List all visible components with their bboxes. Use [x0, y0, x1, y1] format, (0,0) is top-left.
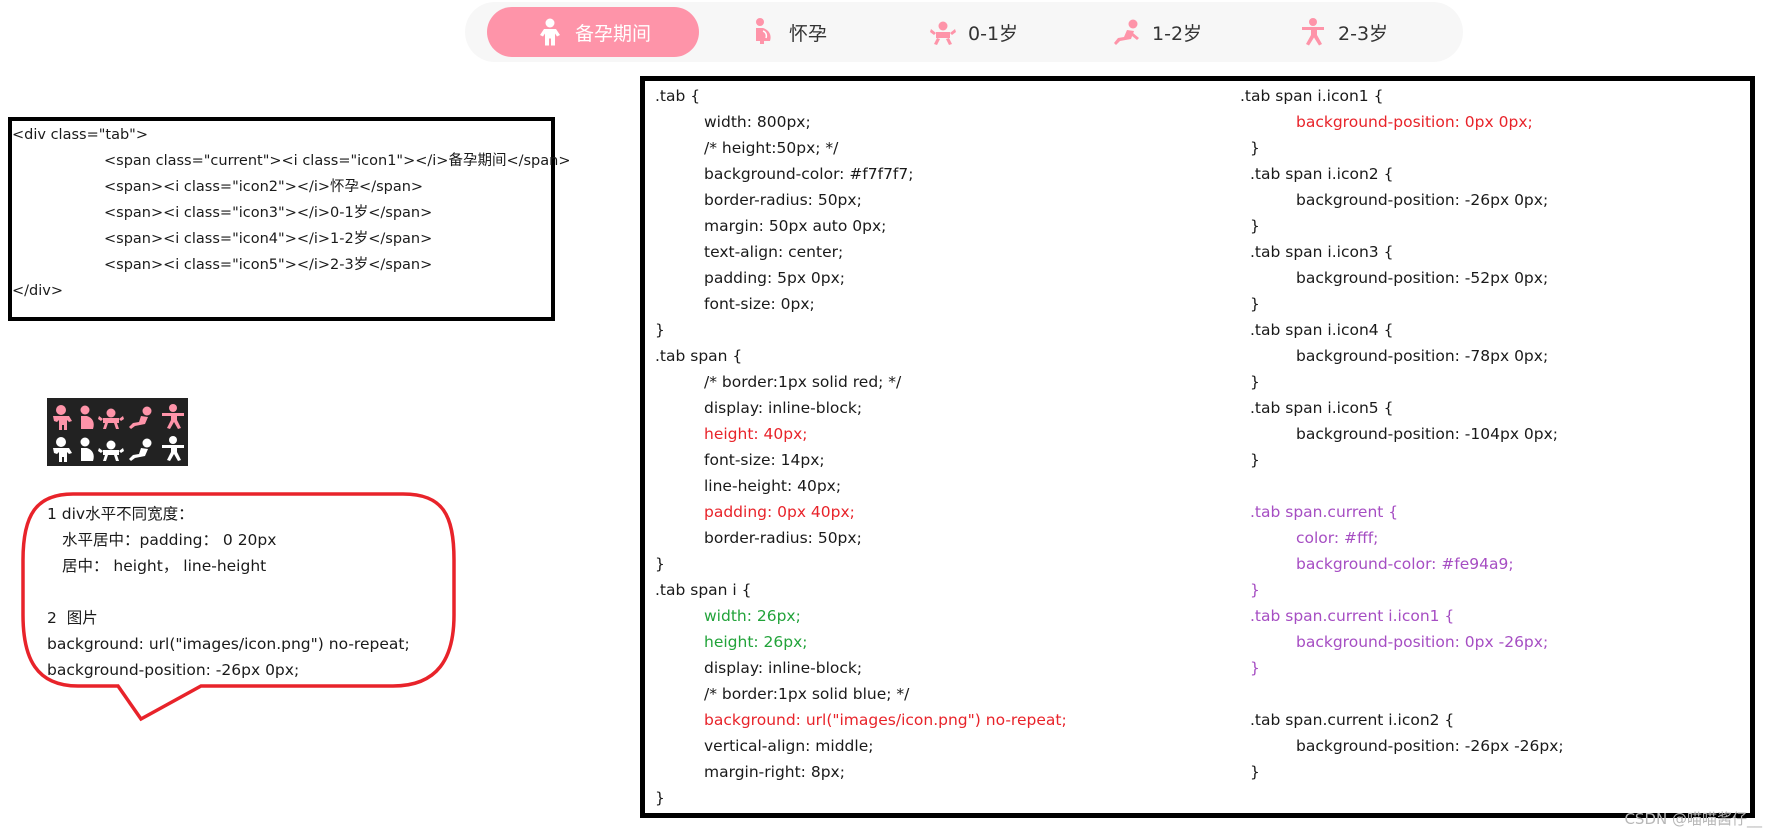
code-line: }	[655, 789, 665, 807]
css-code-box: .tab { width: 800px; /* height:50px; */ …	[640, 76, 1755, 818]
code-line: width: 26px;	[704, 607, 801, 625]
standing-baby-icon	[535, 17, 565, 47]
tab-label: 0-1岁	[968, 22, 1019, 45]
code-line: background-color: #f7f7f7;	[704, 165, 914, 183]
code-line: font-size: 14px;	[704, 451, 825, 469]
code-line: .tab span i.icon2 {	[1250, 165, 1394, 183]
code-line: background-position: -52px 0px;	[1296, 269, 1549, 287]
code-line: background-color: #fe94a9;	[1296, 555, 1514, 573]
code-line: /* border:1px solid red; */	[704, 373, 902, 391]
code-line: /* border:1px solid blue; */	[704, 685, 910, 703]
code-line: <span class="current"><i class="icon1"><…	[104, 153, 571, 169]
crawling-baby-icon	[928, 17, 958, 47]
code-line: <span><i class="icon2"></i>怀孕</span>	[104, 179, 424, 195]
note-line: background-position: -26px 0px;	[47, 661, 300, 679]
code-line: line-height: 40px;	[704, 477, 842, 495]
code-line: background-position: -26px -26px;	[1296, 737, 1564, 755]
tab-label: 2-3岁	[1338, 22, 1389, 45]
code-line: }	[1250, 139, 1260, 157]
code-line: .tab span.current {	[1250, 503, 1399, 521]
tab-pregnancy[interactable]: 怀孕	[749, 7, 869, 57]
sprite-sheet-icon	[47, 398, 188, 466]
code-line: }	[1250, 373, 1260, 391]
speech-bubble	[21, 492, 456, 722]
code-line: .tab span i.icon3 {	[1250, 243, 1394, 261]
tab-2-3[interactable]: 2-3岁	[1298, 7, 1418, 57]
code-line: background: url("images/icon.png") no-re…	[704, 711, 1067, 729]
code-line: .tab span i {	[655, 581, 752, 599]
code-line: /* height:50px; */	[704, 139, 839, 157]
html-code-box: <div class="tab"> <span class="current">…	[8, 117, 570, 321]
code-line: .tab span i.icon4 {	[1250, 321, 1394, 339]
tab-prepregnancy[interactable]: 备孕期间	[487, 7, 699, 57]
tab-1-2[interactable]: 1-2岁	[1112, 7, 1232, 57]
code-line: height: 26px;	[704, 633, 808, 651]
code-line: }	[655, 555, 665, 573]
code-line: margin: 50px auto 0px;	[704, 217, 887, 235]
pregnant-icon	[749, 17, 779, 47]
sitting-baby-icon	[1112, 17, 1142, 47]
code-line: <span><i class="icon5"></i>2-3岁</span>	[104, 257, 433, 273]
tab-label: 备孕期间	[574, 22, 651, 45]
code-line: .tab {	[655, 87, 701, 105]
code-line: }	[1250, 763, 1260, 781]
code-line: <div class="tab">	[12, 127, 148, 143]
code-line: }	[1250, 659, 1260, 677]
running-kid-icon	[1298, 17, 1328, 47]
code-line: .tab span i.icon5 {	[1250, 399, 1394, 417]
code-line: background-position: 0px -26px;	[1296, 633, 1549, 651]
code-line: padding: 5px 0px;	[704, 269, 846, 287]
code-line: display: inline-block;	[704, 399, 863, 417]
code-line: }	[1250, 217, 1260, 235]
code-line: }	[1250, 581, 1260, 599]
code-line: }	[1250, 295, 1260, 313]
code-line: </div>	[12, 283, 63, 299]
code-line: padding: 0px 40px;	[704, 503, 855, 521]
code-line: background-position: -104px 0px;	[1296, 425, 1559, 443]
code-line: .tab span.current i.icon1 {	[1250, 607, 1455, 625]
code-line: }	[1250, 451, 1260, 469]
tab-label: 1-2岁	[1152, 22, 1203, 45]
code-line: margin-right: 8px;	[704, 763, 845, 781]
note-line: 居中： height， line-height	[62, 557, 267, 575]
code-line: <span><i class="icon3"></i>0-1岁</span>	[104, 205, 433, 221]
code-line: width: 800px;	[704, 113, 811, 131]
code-line: vertical-align: middle;	[704, 737, 874, 755]
code-line: text-align: center;	[704, 243, 844, 261]
code-line: .tab span {	[655, 347, 743, 365]
code-line: }	[655, 321, 665, 339]
note-line: 2 图片	[47, 609, 98, 627]
note-line: 1 div水平不同宽度：	[47, 505, 194, 523]
note-line: 水平居中：padding： 0 20px	[62, 531, 277, 549]
code-line: .tab span.current i.icon2 {	[1250, 711, 1455, 729]
tab-label: 怀孕	[789, 22, 828, 45]
code-line: color: #fff;	[1296, 529, 1379, 547]
code-line: display: inline-block;	[704, 659, 863, 677]
code-line: <span><i class="icon4"></i>1-2岁</span>	[104, 231, 433, 247]
tab-0-1[interactable]: 0-1岁	[928, 7, 1048, 57]
code-line: background-position: 0px 0px;	[1296, 113, 1533, 131]
code-line: .tab span i.icon1 {	[1240, 87, 1384, 105]
tab-bar: 备孕期间 怀孕 0-1岁 1-2岁 2-3岁	[465, 2, 1463, 62]
code-line: font-size: 0px;	[704, 295, 815, 313]
code-line: background-position: -78px 0px;	[1296, 347, 1549, 365]
watermark: CSDN @喵喵酱仔__	[1624, 810, 1762, 828]
code-line: background-position: -26px 0px;	[1296, 191, 1549, 209]
code-line: height: 40px;	[704, 425, 808, 443]
note-line: background: url("images/icon.png") no-re…	[47, 635, 410, 653]
code-line: border-radius: 50px;	[704, 529, 862, 547]
code-line: border-radius: 50px;	[704, 191, 862, 209]
